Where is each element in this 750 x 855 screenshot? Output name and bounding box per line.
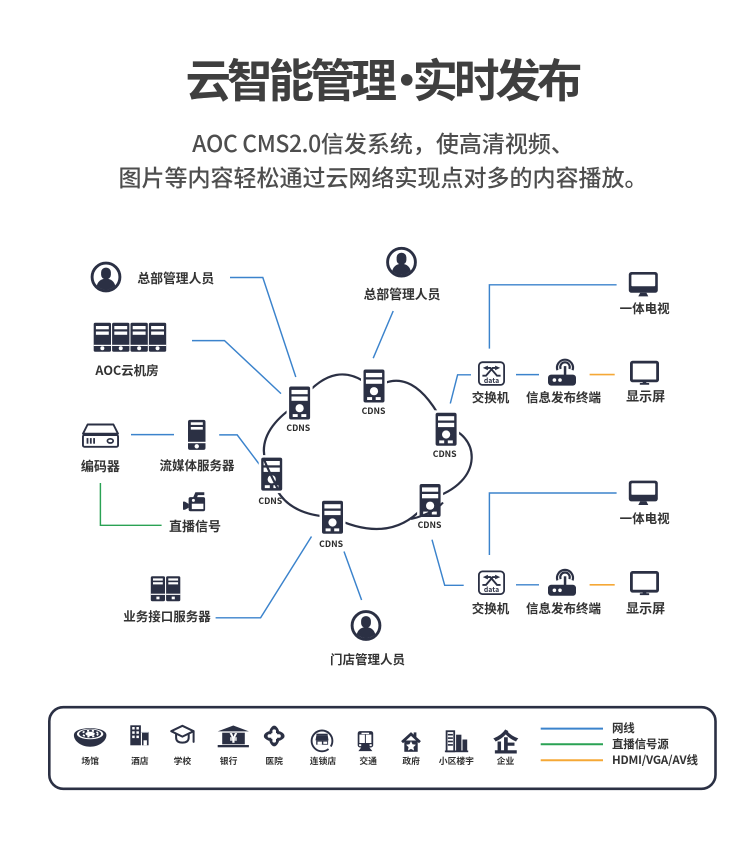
svg-text:企: 企 xyxy=(493,723,518,759)
svg-text:¥: ¥ xyxy=(230,728,238,747)
